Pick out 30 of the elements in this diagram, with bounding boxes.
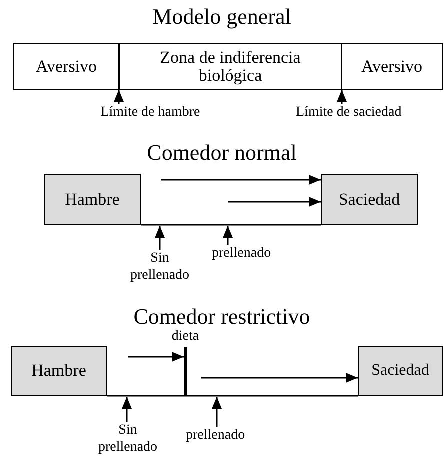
arrow-caption: Sin prellenado [90,422,166,458]
arrow [155,226,165,250]
arrow [223,226,233,245]
arrow [201,373,358,383]
arrow-caption: Límite de saciedad [296,104,444,122]
state-box: Hambre [44,174,141,225]
arrow [212,397,222,427]
arrow [128,352,184,362]
arrow [161,175,321,185]
arrow-caption: prellenado [212,245,304,263]
zone-cell: Aversivo [13,43,120,90]
baseline [107,395,358,397]
arrow [114,90,124,104]
zone-cell: Zona de indiferencia biológica [118,43,343,90]
state-box: Saciedad [321,174,418,225]
arrow-caption: Sin prellenado [122,250,198,286]
bar-caption: dieta [171,328,200,346]
arrow-caption: Límite de hambre [78,104,223,122]
zone-cell: Aversivo [341,43,443,90]
arrow [337,90,347,104]
section-heading: Comedor restrictivo [132,304,312,330]
barrier-bar [184,347,187,396]
arrow [228,197,321,207]
arrow [122,397,132,422]
baseline [141,224,321,226]
state-box: Saciedad [358,346,443,396]
section-heading: Modelo general [152,4,292,30]
section-heading: Comedor normal [146,140,298,166]
state-box: Hambre [11,346,107,396]
arrow-caption: prellenado [186,427,278,445]
